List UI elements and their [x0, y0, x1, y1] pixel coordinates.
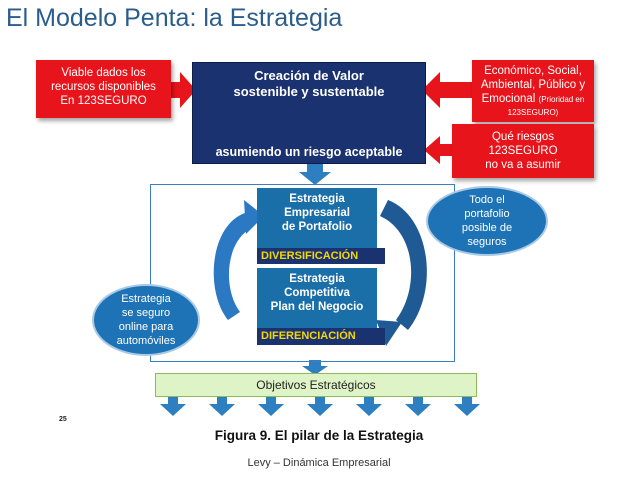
cycle-arrow-right-icon	[380, 200, 427, 330]
red-arrow-right-mid-icon	[424, 136, 452, 164]
diversification-label: DIVERSIFICACIÓN	[257, 248, 385, 264]
online-strategy-line: se seguro	[121, 307, 171, 319]
value-creation-box: Creación de Valor sostenible y sustentab…	[192, 62, 426, 164]
viability-box: Viable dados los recursos disponibles En…	[36, 60, 171, 118]
portfolio-bubble-line: seguros	[467, 236, 507, 248]
red-arrow-left-icon	[170, 72, 196, 108]
portfolio-bubble: Todo el portafolio posible de seguros	[426, 186, 548, 256]
value-creation-subtitle: sostenible y sustentable	[233, 84, 385, 99]
risks-box: Qué riesgos 123SEGURO no va a asumir	[452, 124, 594, 178]
portfolio-strategy-line: Estrategia	[289, 193, 345, 205]
cycle-arrow-left-icon	[213, 212, 252, 320]
viability-line: Viable dados los	[61, 67, 146, 79]
portfolio-strategy-line: de Portafolio	[281, 221, 353, 233]
portfolio-bubble-line: portafolio	[464, 208, 510, 220]
risks-line: 123SEGURO	[488, 145, 558, 157]
risks-line: Qué riesgos	[491, 131, 554, 143]
portfolio-bubble-line: posible de	[461, 222, 513, 234]
dimensions-priority-note: 123SEGURO)	[507, 108, 559, 117]
strategic-objectives-bar: Objetivos Estratégicos	[155, 373, 477, 397]
portfolio-strategy-box: Estrategia Empresarial de Portafolio	[257, 188, 377, 248]
competitive-strategy-line: Competitiva	[284, 287, 350, 299]
strategy-frame	[150, 184, 455, 362]
online-strategy-line: Estrategia	[121, 293, 171, 305]
competitive-strategy-box: Estrategia Competitiva Plan del Negocio	[257, 268, 377, 328]
online-strategy-line: online para	[118, 321, 174, 333]
online-strategy-bubble: Estrategia se seguro online para automóv…	[92, 284, 200, 356]
dimensions-line: Ambiental, Público y	[480, 79, 586, 91]
red-arrow-right-top-icon	[422, 72, 478, 108]
viability-line: En 123SEGURO	[60, 95, 147, 107]
down-arrow-center-icon	[299, 163, 331, 185]
figure-caption: Figura 9. El pilar de la Estrategia	[214, 428, 424, 443]
credit-line: Levy – Dinámica Empresarial	[247, 457, 391, 469]
online-strategy-line: automóviles	[116, 335, 176, 347]
differentiation-label: DIFERENCIACIÓN	[257, 328, 385, 345]
value-creation-title: Creación de Valor	[254, 68, 364, 83]
competitive-strategy-line: Estrategia	[289, 273, 345, 285]
viability-line: recursos disponibles	[51, 81, 156, 93]
competitive-strategy-line: Plan del Negocio	[270, 301, 364, 313]
portfolio-strategy-line: Empresarial	[284, 207, 350, 219]
dimensions-priority-note: (Prioridad en	[538, 95, 585, 104]
dimensions-line: Emocional (Prioridad en	[472, 92, 594, 107]
risks-line: no va a asumir	[485, 159, 561, 171]
bottom-arrows	[160, 396, 480, 416]
dimensions-emotional: Emocional	[481, 93, 539, 105]
page-title: El Modelo Penta: la Estrategia	[6, 4, 343, 32]
down-arrow-frame-icon	[302, 360, 328, 375]
acceptable-risk-label: asumiendo un riesgo aceptable	[215, 145, 403, 159]
page-number: 25	[59, 416, 67, 423]
portfolio-bubble-line: Todo el	[469, 194, 505, 206]
dimensions-box: Económico, Social, Ambiental, Público y …	[472, 60, 594, 122]
dimensions-line: Económico, Social,	[484, 65, 582, 77]
